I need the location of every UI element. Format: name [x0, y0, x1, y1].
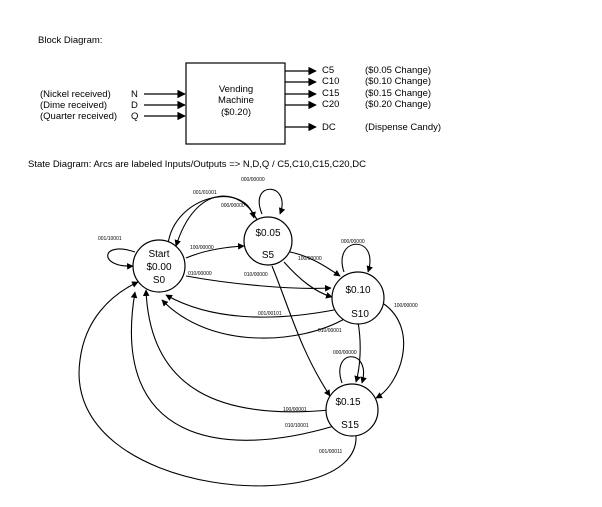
arc-label-s5-self: 000/00000	[221, 203, 245, 209]
state-s5	[243, 216, 293, 266]
arc-label-s10-self: 000/00000	[341, 239, 365, 245]
input-quarter-label: (Quarter received)	[40, 111, 117, 122]
input-nickel-symbol: N	[131, 89, 138, 100]
output-c10-symbol: C10	[322, 76, 339, 87]
state-s0-line1: Start	[148, 249, 169, 260]
state-s10-line2: S10	[351, 309, 369, 320]
arc-label-s0-to-s5: 100/00000	[190, 245, 214, 251]
arc-s10-to-s0	[165, 294, 335, 318]
arc-s0-to-s10	[185, 275, 332, 292]
arc-s10-to-s15	[354, 321, 361, 383]
state-s0	[132, 239, 186, 293]
arc-label-s15-to-s0-b: 010/10001	[285, 423, 309, 429]
arc-label-s5-s10b: 010/00000	[244, 272, 268, 278]
arc-label-s0-to-s10: 010/00000	[188, 271, 212, 277]
arc-s15-to-s0-a	[142, 289, 331, 413]
arc-s15-to-s0-b	[130, 291, 335, 441]
block-diagram-title: Block Diagram:	[38, 35, 102, 46]
arc-label-s10-to-s15: 010/00001	[318, 328, 342, 334]
state-s15	[325, 383, 379, 437]
state-s0-line2: $0.00	[146, 262, 171, 273]
state-s5-line1: $0.05	[255, 228, 280, 239]
input-quarter-symbol: Q	[131, 111, 138, 122]
arc-label-s5-to-s10: 100/00000	[298, 256, 322, 262]
state-s0-line3: S0	[153, 275, 166, 286]
arc-s5-to-s15	[271, 265, 331, 397]
arc-label-s10-right: 100/00000	[394, 303, 418, 309]
vending-machine-block	[185, 62, 286, 145]
machine-label-line2: Machine	[218, 95, 254, 106]
state-s15-line1: $0.15	[335, 397, 360, 408]
input-dime-symbol: D	[131, 100, 138, 111]
state-s5-line2: S5	[262, 250, 275, 261]
state-s15-line2: S15	[341, 420, 359, 431]
machine-label-line1: Vending	[219, 84, 253, 95]
arc-s5-to-s10	[289, 251, 341, 277]
output-dc-desc: (Dispense Candy)	[365, 122, 441, 133]
arc-label-s0-self: 001/10001	[98, 236, 122, 242]
arc-label-s0-top: 000/00000	[241, 177, 265, 183]
arc-label-s5-to-s0: 001/01001	[193, 190, 217, 196]
output-c5-desc: ($0.05 Change)	[365, 65, 431, 76]
output-c20-desc: ($0.20 Change)	[365, 99, 431, 110]
input-dime-label: (Dime received)	[40, 100, 107, 111]
arc-s0-self	[107, 248, 136, 270]
input-nickel-label: (Nickel received)	[40, 89, 111, 100]
arc-label-s10-to-s0: 001/00101	[258, 311, 282, 317]
arc-s10-self	[341, 243, 373, 273]
arc-s10-right	[375, 303, 405, 399]
state-diagram-caption: State Diagram: Arcs are labeled Inputs/O…	[28, 159, 366, 170]
arc-s15-self	[339, 356, 367, 384]
arc-label-s15-self: 000/00000	[333, 350, 357, 356]
output-dc-symbol: DC	[322, 122, 336, 133]
output-c15-symbol: C15	[322, 88, 339, 99]
arc-label-s15-to-s0-c: 001/00011	[319, 449, 342, 455]
output-c15-desc: ($0.15 Change)	[365, 88, 431, 99]
arc-s10-to-s0-lower	[161, 299, 347, 339]
arc-label-s15-to-s0-a: 100/00001	[283, 407, 307, 413]
arc-s5-s10-lower	[283, 261, 333, 299]
machine-label-line3: ($0.20)	[221, 107, 251, 118]
arc-s0-to-s5	[185, 243, 245, 259]
output-c5-symbol: C5	[322, 65, 334, 76]
state-s10-line1: $0.10	[345, 285, 370, 296]
arc-s5-self	[258, 188, 286, 215]
output-c20-symbol: C20	[322, 99, 339, 110]
arc-s5-to-s0	[174, 195, 259, 247]
output-c10-desc: ($0.10 Change)	[365, 76, 431, 87]
state-s10	[331, 271, 385, 325]
arc-s15-to-s0-c	[78, 281, 357, 487]
